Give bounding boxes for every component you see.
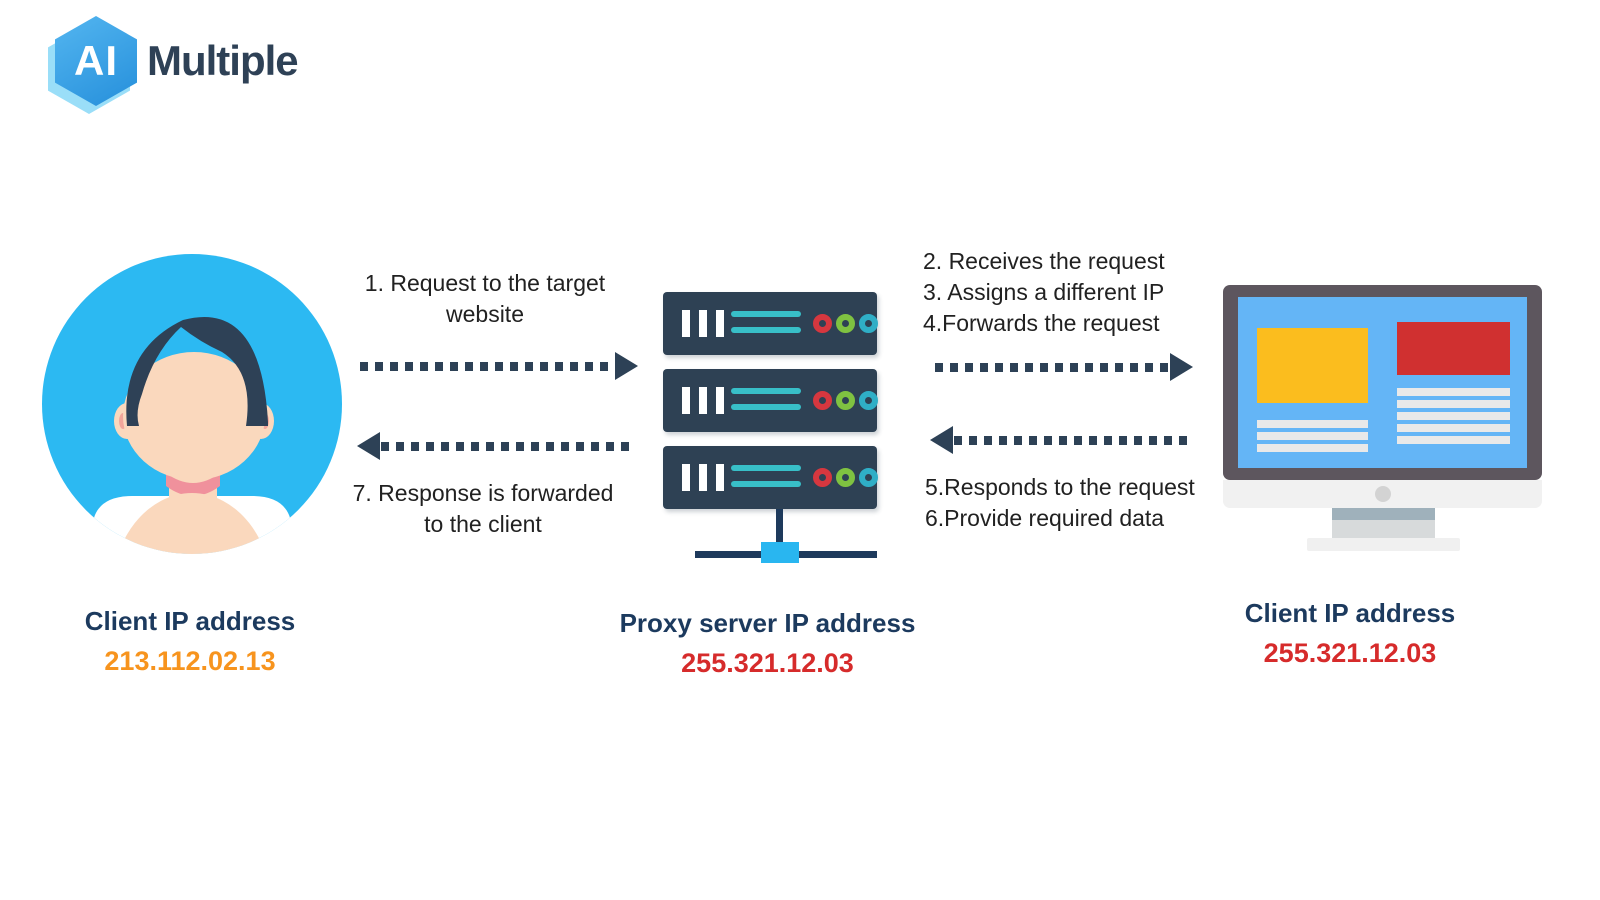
logo-wordmark: Multiple: [147, 37, 299, 84]
webpage-text-line: [1257, 432, 1368, 440]
server-vent-line: [731, 327, 801, 333]
dotted-line: [935, 362, 1169, 372]
webpage-image-red: [1397, 322, 1510, 375]
server-vents: [731, 465, 801, 487]
led-teal-icon: [859, 391, 878, 410]
led-red-icon: [813, 314, 832, 333]
server-unit: [663, 446, 878, 509]
step-response-line2: to the client: [424, 511, 542, 537]
proxy-ip: 255.321.12.03: [681, 648, 854, 678]
monitor-base: [1307, 538, 1460, 551]
client-title: Client IP address: [84, 606, 296, 636]
server-vents: [731, 388, 801, 410]
client-ip: 213.112.02.13: [104, 646, 276, 676]
step-respond-label: 5.Responds to the request 6.Provide requ…: [925, 472, 1225, 534]
dotted-line: [381, 441, 633, 451]
webpage-text-line: [1257, 420, 1368, 428]
server-leds: [813, 314, 878, 333]
arrowhead-left-icon: [930, 426, 953, 454]
client-avatar-icon: [42, 254, 342, 554]
logo-hexagon-icon: AI: [55, 16, 137, 106]
server-leds: [813, 391, 878, 410]
server-vent-line: [731, 388, 801, 394]
dotted-line: [360, 361, 614, 371]
server-vent-line: [731, 481, 801, 487]
arrowhead-right-icon: [615, 352, 638, 380]
arrowhead-left-icon: [357, 432, 380, 460]
website-ip: 255.321.12.03: [1263, 638, 1437, 668]
aimultiple-logo: AI Multiple: [55, 16, 299, 106]
webpage-text-line: [1257, 444, 1368, 452]
server-slot: [682, 310, 690, 337]
website-node-label: Client IP address 255.321.12.03: [1188, 598, 1512, 669]
server-vent-line: [731, 404, 801, 410]
monitor-stand-top: [1332, 508, 1435, 520]
respond-arrow-icon: [930, 426, 1188, 454]
webpage-text-line: [1397, 400, 1510, 408]
server-leds: [813, 468, 878, 487]
server-slot: [699, 464, 707, 491]
monitor-camera-dot: [1375, 486, 1391, 502]
led-teal-icon: [859, 314, 878, 333]
webpage-text-line: [1397, 412, 1510, 420]
server-slot: [682, 464, 690, 491]
server-unit: [663, 369, 878, 432]
monitor-stand-bottom: [1332, 520, 1435, 538]
webpage-image-yellow: [1257, 328, 1368, 403]
server-slot: [716, 310, 724, 337]
website-title: Client IP address: [1244, 598, 1456, 628]
step-response-label: 7. Response is forwarded to the client: [333, 478, 633, 540]
arrowhead-right-icon: [1170, 353, 1193, 381]
server-unit: [663, 292, 878, 355]
server-slot: [716, 464, 724, 491]
server-vent-line: [731, 465, 801, 471]
server-vent-line: [731, 311, 801, 317]
webpage-text-line: [1397, 424, 1510, 432]
server-slot: [682, 387, 690, 414]
monitor-screen: [1238, 297, 1527, 468]
led-green-icon: [836, 468, 855, 487]
led-green-icon: [836, 314, 855, 333]
dotted-line: [954, 435, 1188, 445]
step-forward-label: 2. Receives the request 3. Assigns a dif…: [923, 246, 1213, 339]
led-red-icon: [813, 391, 832, 410]
server-slots: [682, 310, 724, 337]
proxy-server-icon: [663, 292, 878, 523]
proxy-node-label: Proxy server IP address 255.321.12.03: [585, 608, 950, 679]
led-green-icon: [836, 391, 855, 410]
response-arrow-icon: [357, 432, 633, 460]
server-vents: [731, 311, 801, 333]
request-arrow-icon: [360, 352, 638, 380]
step-request-line2: website: [446, 301, 524, 327]
target-website-monitor-icon: [1223, 285, 1542, 480]
step-forward-line1: 2. Receives the request: [923, 248, 1165, 274]
server-slots: [682, 464, 724, 491]
step-request-label: 1. Request to the target website: [330, 268, 640, 330]
step-respond-line1: 5.Responds to the request: [925, 474, 1195, 500]
led-red-icon: [813, 468, 832, 487]
step-request-line1: 1. Request to the target: [364, 270, 606, 296]
monitor-chin: [1223, 480, 1542, 508]
step-respond-line2: 6.Provide required data: [925, 505, 1165, 531]
server-slots: [682, 387, 724, 414]
step-forward-line2: 3. Assigns a different IP: [923, 279, 1165, 305]
proxy-title: Proxy server IP address: [619, 608, 916, 638]
logo-hex-label: AI: [74, 37, 118, 84]
forward-arrow-icon: [935, 353, 1193, 381]
step-response-line1: 7. Response is forwarded: [352, 480, 614, 506]
webpage-text-line: [1397, 388, 1510, 396]
network-hub-icon: [761, 542, 799, 563]
webpage-text-line: [1397, 436, 1510, 444]
client-node-label: Client IP address 213.112.02.13: [38, 606, 342, 677]
led-teal-icon: [859, 468, 878, 487]
step-forward-line3: 4.Forwards the request: [923, 310, 1160, 336]
server-slot: [716, 387, 724, 414]
server-slot: [699, 310, 707, 337]
network-cable-vertical: [776, 509, 783, 547]
server-slot: [699, 387, 707, 414]
